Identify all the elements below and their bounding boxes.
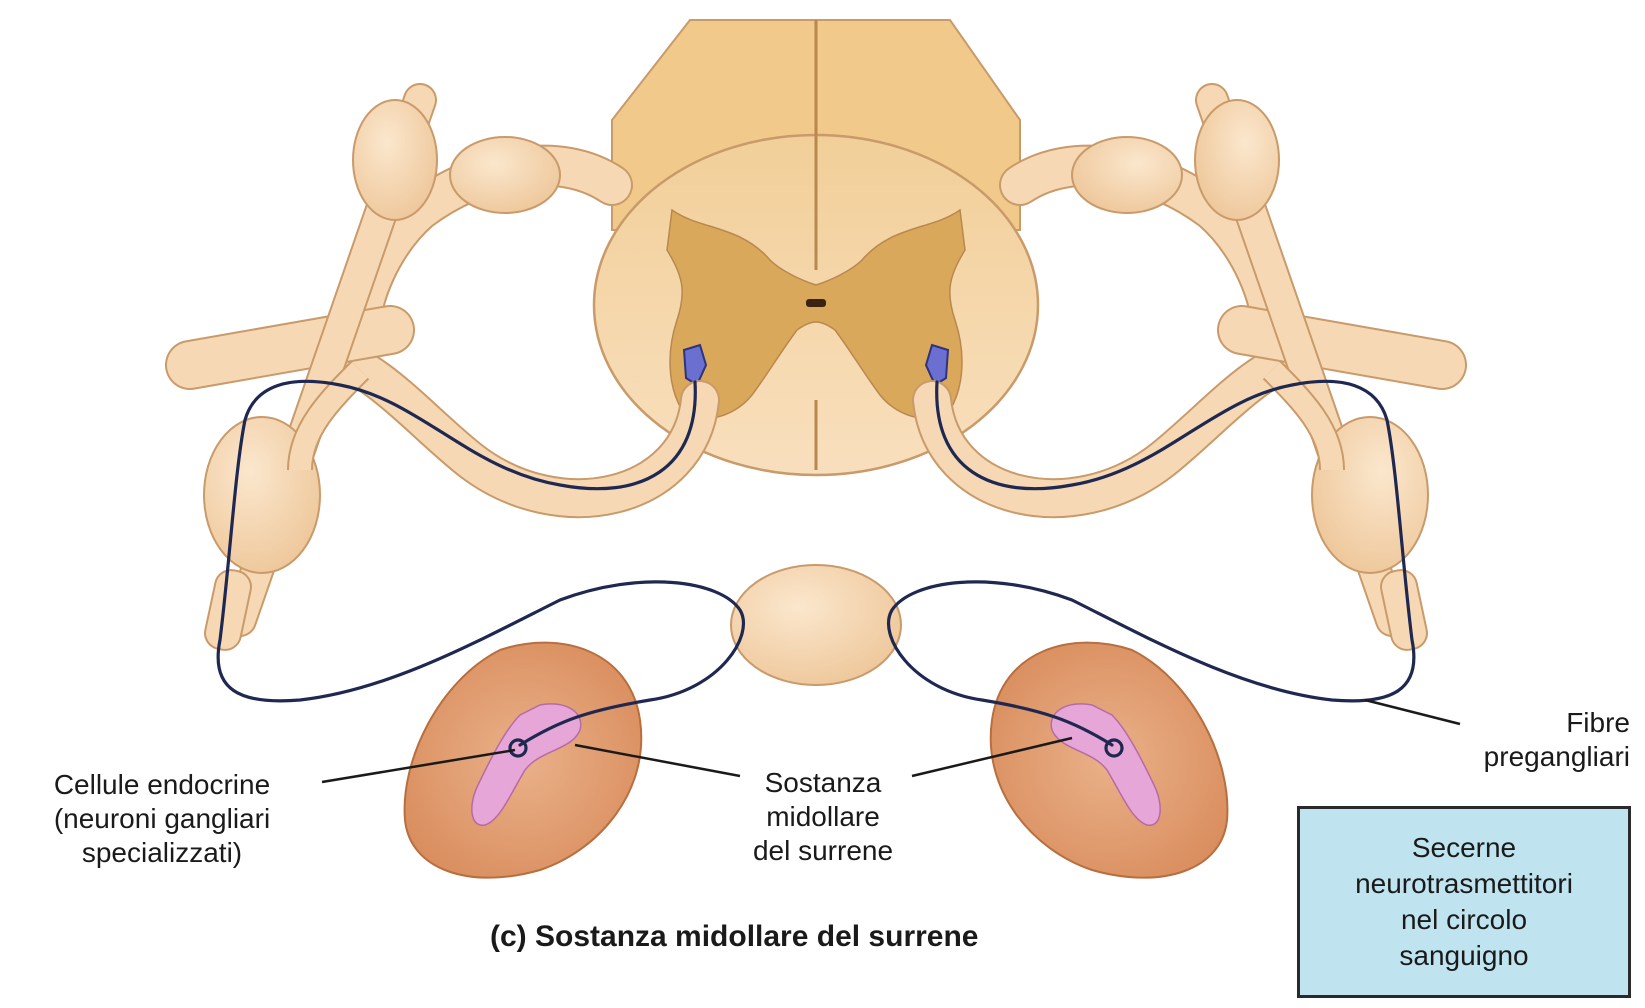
- info-box: Secerne neurotrasmettitori nel circolo s…: [1297, 806, 1631, 998]
- label-fibre-line-1: Fibre: [1440, 706, 1630, 740]
- central-ganglion: [731, 565, 901, 685]
- label-sostanza-line-2: midollare: [738, 800, 908, 834]
- label-cellule-line-2: (neuroni gangliari: [12, 802, 312, 836]
- right-dorsal-root-ganglion: [1072, 137, 1182, 213]
- right-adrenal-gland: [991, 643, 1228, 878]
- left-adrenal-gland: [405, 643, 642, 878]
- label-cellule-line-3: specializzati): [12, 836, 312, 870]
- info-box-line-2: neurotrasmettitori: [1355, 866, 1573, 902]
- label-sostanza-line-3: del surrene: [738, 834, 908, 868]
- label-sostanza-line-1: Sostanza: [738, 766, 908, 800]
- central-canal: [806, 299, 826, 307]
- right-chain-ganglion-upper: [1195, 100, 1279, 220]
- info-box-line-4: sanguigno: [1355, 938, 1573, 974]
- label-fibre-pregangliari: Fibre pregangliari: [1440, 706, 1630, 774]
- label-cellule-line-1: Cellule endocrine: [12, 768, 312, 802]
- info-box-line-3: nel circolo: [1355, 902, 1573, 938]
- label-fibre-line-2: pregangliari: [1440, 740, 1630, 774]
- label-cellule-endocrine: Cellule endocrine (neuroni gangliari spe…: [12, 768, 312, 870]
- info-box-line-1: Secerne: [1355, 830, 1573, 866]
- left-dorsal-root-ganglion: [450, 137, 560, 213]
- figure-caption: (c) Sostanza midollare del surrene: [490, 920, 978, 954]
- label-sostanza-midollare: Sostanza midollare del surrene: [738, 766, 908, 868]
- spinal-cord: [594, 20, 1038, 475]
- left-chain-ganglion-upper: [353, 100, 437, 220]
